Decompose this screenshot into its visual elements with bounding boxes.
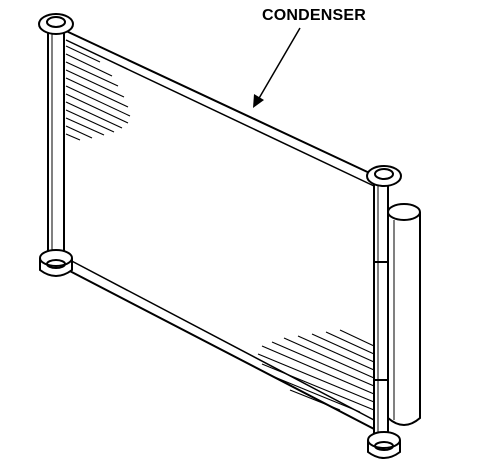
condenser-core [63, 29, 377, 431]
fin-hatching-lower [257, 329, 375, 413]
right-header-tank [366, 165, 402, 459]
receiver-dryer-cylinder [374, 203, 421, 426]
condenser-label: CONDENSER [262, 7, 367, 24]
fin-hatching-upper [65, 45, 131, 141]
callout-leader [253, 27, 301, 108]
left-header-tank [38, 13, 74, 277]
